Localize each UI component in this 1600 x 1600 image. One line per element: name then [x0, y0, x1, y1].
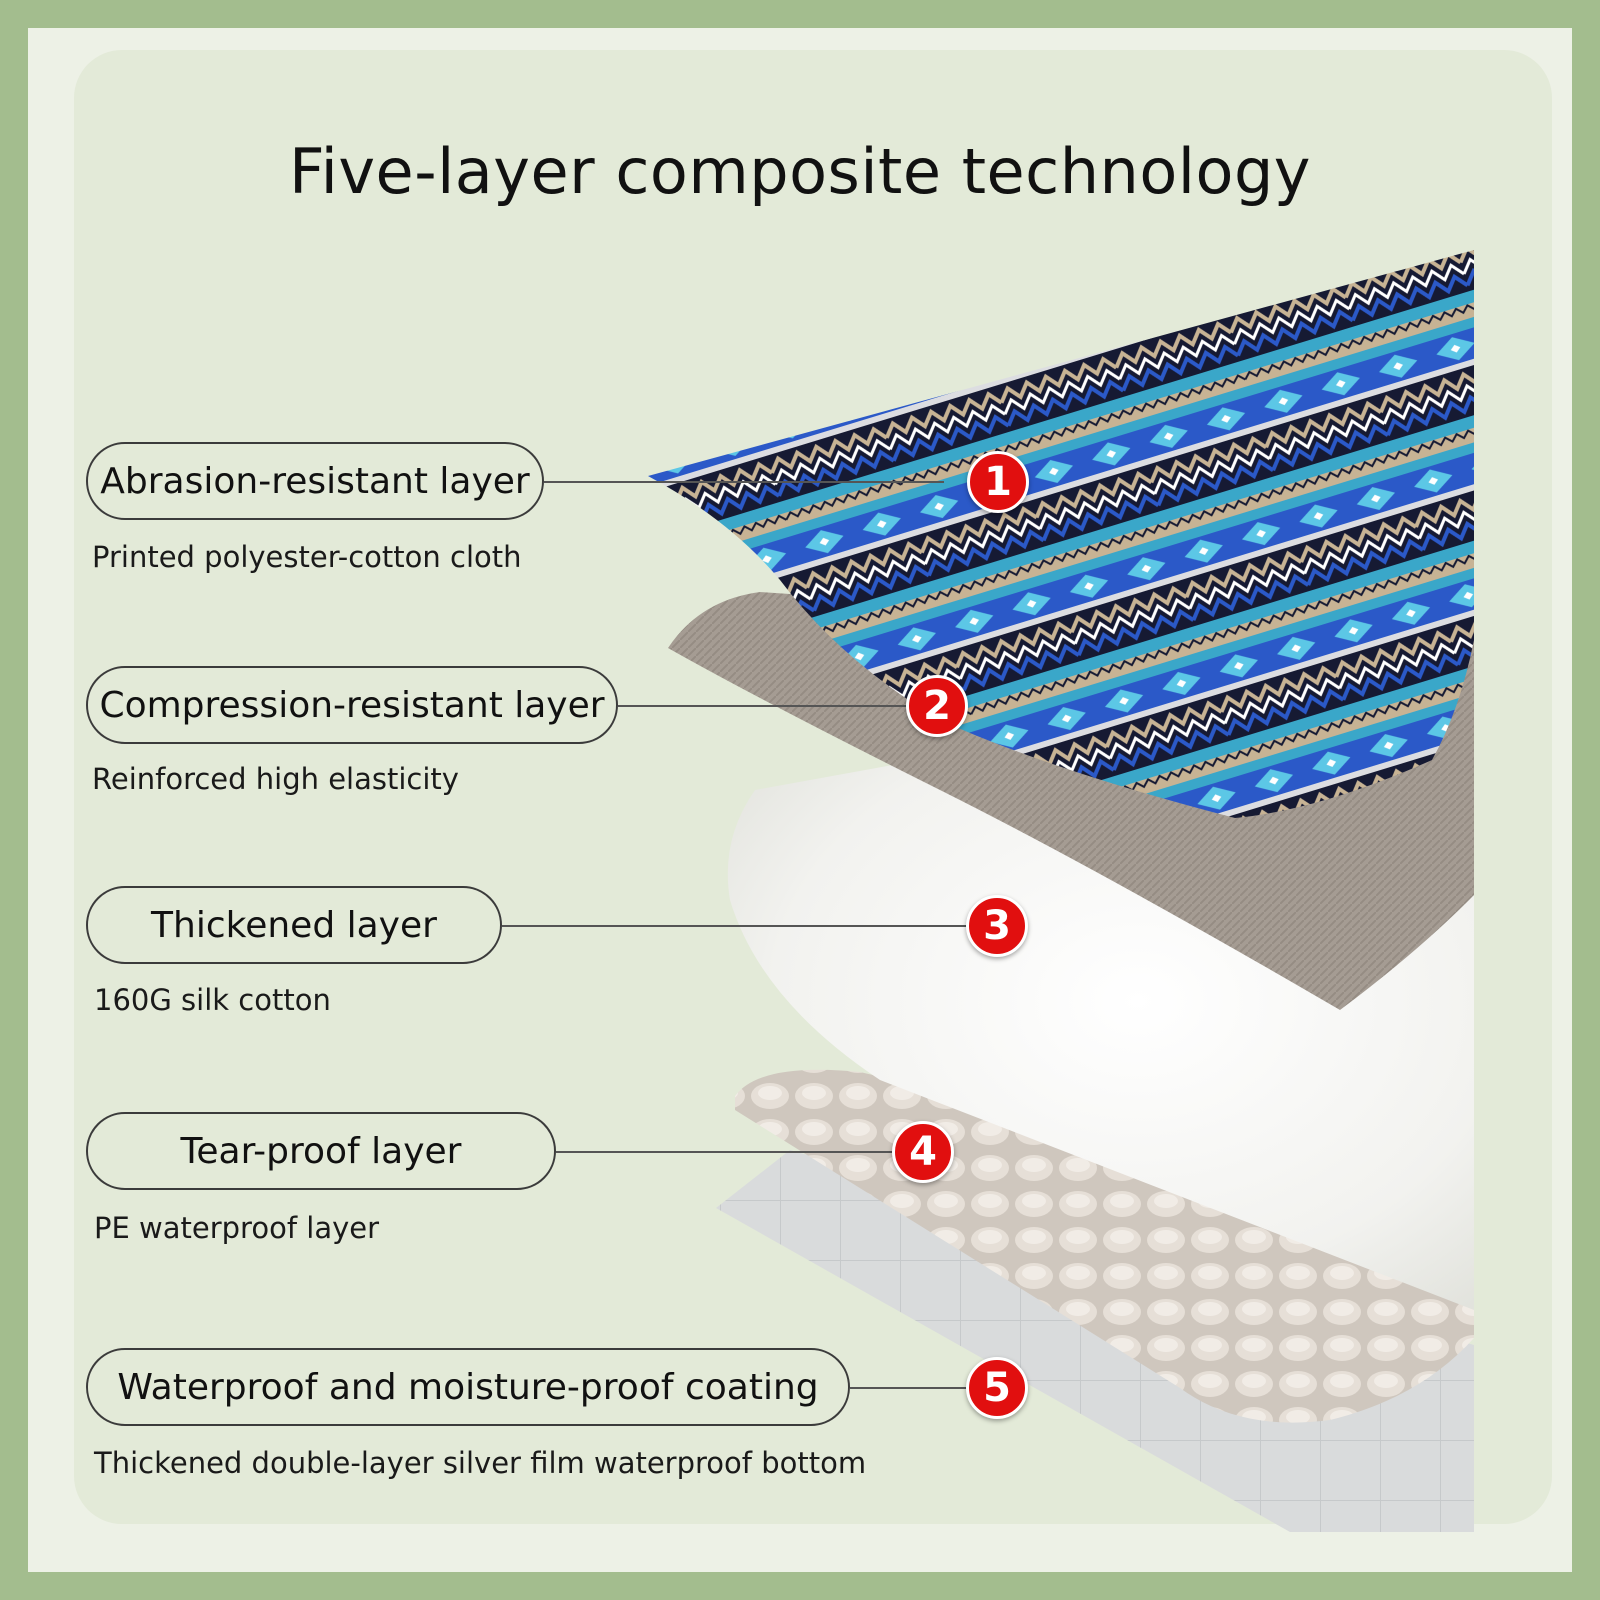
layer-name: Compression-resistant layer	[99, 684, 605, 726]
layer-label-tear-proof: Tear-proof layer	[86, 1112, 556, 1190]
leader-line-4	[556, 1151, 894, 1153]
layer-label-compression-resistant: Compression-resistant layer	[86, 666, 618, 744]
layer-description: PE waterproof layer	[94, 1211, 380, 1245]
page-title: Five-layer composite technology	[288, 135, 1311, 208]
layer-badge-2: 2	[906, 675, 968, 737]
layer-badge-1: 1	[967, 451, 1029, 513]
layer-badge-3: 3	[966, 895, 1028, 957]
layer-description: 160G silk cotton	[94, 983, 331, 1017]
layer-name: Thickened layer	[151, 904, 437, 946]
printed-fabric-layer	[648, 250, 1474, 818]
layer-description: Reinforced high elasticity	[92, 762, 459, 796]
layer-badge-4: 4	[892, 1121, 954, 1183]
leader-line-3	[502, 925, 968, 927]
silver-film-layer	[716, 1150, 1474, 1532]
layer-description: Thickened double-layer silver film water…	[94, 1446, 867, 1480]
layer-description: Printed polyester-cotton cloth	[92, 540, 522, 574]
layer-label-waterproof-coating: Waterproof and moisture-proof coating	[86, 1348, 850, 1426]
layer-name: Waterproof and moisture-proof coating	[117, 1366, 819, 1408]
layer-name: Abrasion-resistant layer	[100, 460, 530, 502]
leader-line-1	[544, 481, 944, 483]
layer-label-thickened: Thickened layer	[86, 886, 502, 964]
leader-line-2	[618, 705, 908, 707]
layer-badge-5: 5	[966, 1357, 1028, 1419]
layer-label-abrasion-resistant: Abrasion-resistant layer	[86, 442, 544, 520]
leader-line-5	[850, 1387, 968, 1389]
layer-name: Tear-proof layer	[180, 1130, 462, 1172]
